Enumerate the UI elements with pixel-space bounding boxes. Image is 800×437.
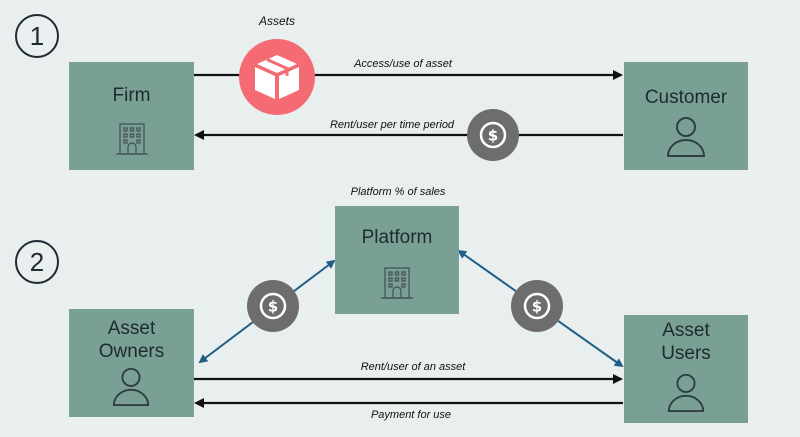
person-icon <box>112 367 150 407</box>
asset-owners-line2: Owners <box>98 341 165 362</box>
platform-sales-label: Platform % of sales <box>350 186 446 198</box>
firm-label: Firm <box>112 85 151 106</box>
section-number-2: 2 <box>15 240 59 284</box>
building-icon <box>116 123 148 155</box>
customer-box: Customer <box>624 62 748 170</box>
section-number-1: 1 <box>15 14 59 58</box>
rent-asset-label: Rent/user of an asset <box>360 361 466 373</box>
asset-users-box: Asset Users <box>624 315 748 423</box>
payment-label: Payment for use <box>370 409 452 421</box>
asset-owners-box: Asset Owners <box>69 309 194 417</box>
asset-box-icon <box>239 39 315 115</box>
svg-text:$: $ <box>488 127 498 145</box>
person-icon <box>666 117 706 157</box>
dollar-icon-3: $ <box>511 280 563 332</box>
firm-box: Firm <box>69 62 194 170</box>
svg-text:$: $ <box>268 298 278 316</box>
access-label: Access/use of asset <box>354 58 452 70</box>
asset-users-line1: Asset <box>662 320 710 341</box>
asset-users-line2: Users <box>661 343 711 364</box>
platform-box: Platform <box>335 206 459 314</box>
platform-label: Platform <box>361 227 433 248</box>
svg-text:$: $ <box>532 298 542 316</box>
assets-label: Assets <box>258 14 296 28</box>
dollar-icon-1: $ <box>467 109 519 161</box>
asset-owners-line1: Asset <box>107 318 156 339</box>
person-icon <box>667 373 705 413</box>
rent-label: Rent/user per time period <box>329 119 455 131</box>
dollar-icon-2: $ <box>247 280 299 332</box>
customer-label: Customer <box>644 87 728 108</box>
building-icon <box>381 267 413 299</box>
